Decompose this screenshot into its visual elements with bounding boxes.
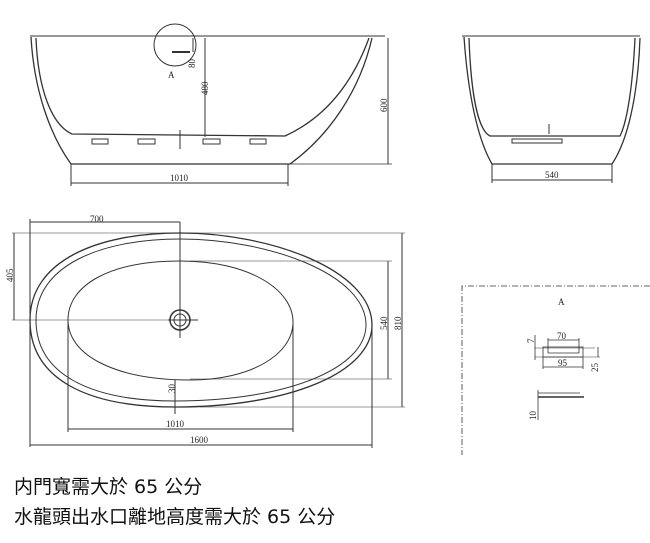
dim-7: 7 — [526, 338, 536, 343]
detail-a-circle — [153, 23, 197, 67]
front-view: A 80 480 600 1010 — [30, 23, 392, 186]
dim-480: 480 — [200, 81, 210, 95]
dim-405: 405 — [5, 268, 15, 282]
dim-95: 95 — [558, 358, 568, 368]
note-faucet-height: 水龍頭出水口離地高度需大於 65 公分 — [14, 506, 336, 528]
side-view: 540 — [462, 35, 641, 183]
dim-1010: 1010 — [170, 173, 189, 183]
dim-80: 80 — [187, 59, 197, 69]
dim-700: 700 — [90, 214, 104, 224]
dim-600: 600 — [379, 98, 389, 112]
dim-30: 30 — [167, 384, 177, 394]
top-view: 700 405 540 810 30 1010 1600 — [5, 214, 405, 448]
detail-marker: A — [168, 70, 175, 80]
dim-540: 540 — [379, 316, 389, 330]
dim-70: 70 — [557, 331, 567, 341]
feet — [91, 138, 267, 145]
dim-810: 810 — [393, 316, 403, 330]
dim-1600: 1600 — [190, 435, 209, 445]
dim-10: 10 — [528, 411, 538, 421]
dim-25: 25 — [590, 363, 600, 373]
dim-1010-top: 1010 — [166, 419, 185, 429]
note-door-width: 内門寬需大於 65 公分 — [14, 476, 203, 498]
detail-a: A 70 7 95 25 10 — [461, 285, 650, 455]
dim-540-side: 540 — [545, 170, 559, 180]
detail-a-title: A — [558, 297, 565, 307]
